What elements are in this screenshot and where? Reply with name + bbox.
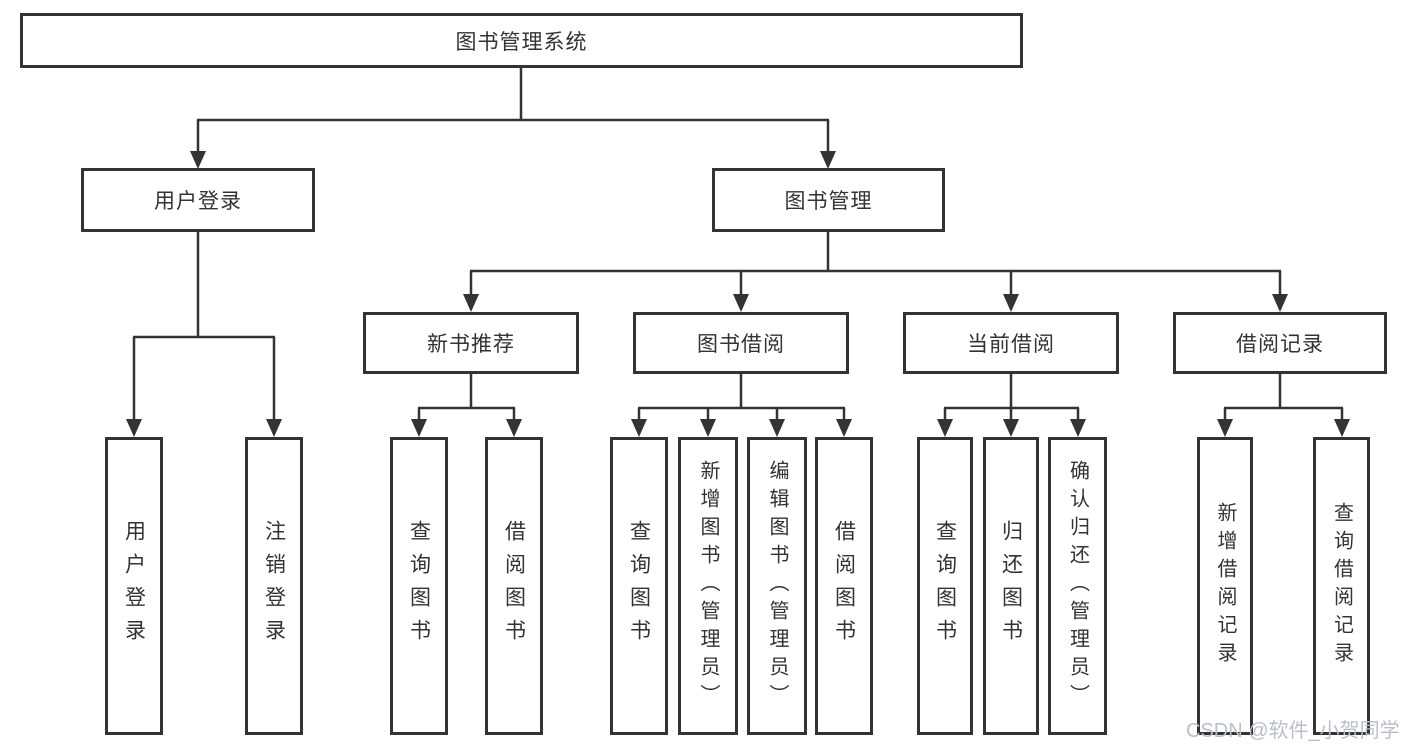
leaf-nb-query-books-label: 查询图书 [407, 520, 431, 652]
connector-borrow-records-branch [1217, 374, 1350, 437]
leaf-bb-add-books-admin: 新增图书（管理员） [678, 437, 738, 735]
leaf-cb-return-books: 归还图书 [983, 437, 1039, 735]
connector-book-management-branch [463, 232, 1288, 312]
csdn-watermark: CSDN @软件_小贺同学 [1186, 720, 1400, 742]
leaf-br-add-record: 新增借阅记录 [1197, 437, 1253, 735]
connector-new-book-branch [411, 374, 522, 437]
leaf-cb-confirm-return-admin-label: 确认归还（管理员） [1066, 460, 1089, 712]
node-new-book-recommend: 新书推荐 [363, 312, 579, 374]
leaf-cb-confirm-return-admin: 确认归还（管理员） [1048, 437, 1107, 735]
node-borrow-records-label: 借阅记录 [1236, 333, 1324, 356]
node-book-borrow: 图书借阅 [633, 312, 849, 374]
leaf-bb-edit-books-admin-label: 编辑图书（管理员） [766, 460, 788, 712]
leaf-user-login-label: 用户登录 [122, 520, 146, 652]
node-root: 图书管理系统 [20, 13, 1023, 68]
leaf-cb-return-books-label: 归还图书 [999, 520, 1023, 652]
leaf-bb-borrow-books-label: 借阅图书 [832, 520, 856, 652]
leaf-br-add-record-label: 新增借阅记录 [1214, 502, 1236, 670]
leaf-bb-borrow-books: 借阅图书 [815, 437, 873, 735]
node-user-login: 用户登录 [81, 168, 315, 232]
leaf-bb-add-books-admin-label: 新增图书（管理员） [697, 460, 719, 712]
node-book-management-label: 图书管理 [784, 190, 873, 213]
leaf-br-query-record-label: 查询借阅记录 [1330, 502, 1353, 670]
node-current-borrow: 当前借阅 [903, 312, 1119, 374]
leaf-nb-borrow-books: 借阅图书 [485, 437, 543, 735]
node-current-borrow-label: 当前借阅 [967, 333, 1055, 356]
leaf-cb-query-books-label: 查询图书 [933, 520, 957, 652]
node-book-borrow-label: 图书借阅 [697, 333, 785, 356]
connector-root-to-level2 [190, 68, 836, 169]
leaf-logout: 注销登录 [245, 437, 303, 735]
leaf-nb-borrow-books-label: 借阅图书 [502, 520, 526, 652]
leaf-br-query-record: 查询借阅记录 [1313, 437, 1370, 735]
node-book-management: 图书管理 [712, 168, 945, 232]
leaf-bb-query-books: 查询图书 [610, 437, 668, 735]
leaf-cb-query-books: 查询图书 [917, 437, 973, 735]
leaf-user-login: 用户登录 [105, 437, 163, 735]
node-borrow-records: 借阅记录 [1173, 312, 1387, 374]
leaf-bb-edit-books-admin: 编辑图书（管理员） [747, 437, 807, 735]
connector-book-borrow-branch [631, 374, 852, 437]
node-new-book-recommend-label: 新书推荐 [427, 333, 515, 356]
connector-user-login-branch [126, 232, 282, 437]
connector-current-borrow-branch [937, 374, 1086, 437]
leaf-bb-query-books-label: 查询图书 [627, 520, 651, 652]
node-root-label: 图书管理系统 [455, 30, 588, 54]
node-user-login-label: 用户登录 [154, 190, 242, 213]
leaf-nb-query-books: 查询图书 [390, 437, 448, 735]
leaf-logout-label: 注销登录 [262, 520, 286, 652]
